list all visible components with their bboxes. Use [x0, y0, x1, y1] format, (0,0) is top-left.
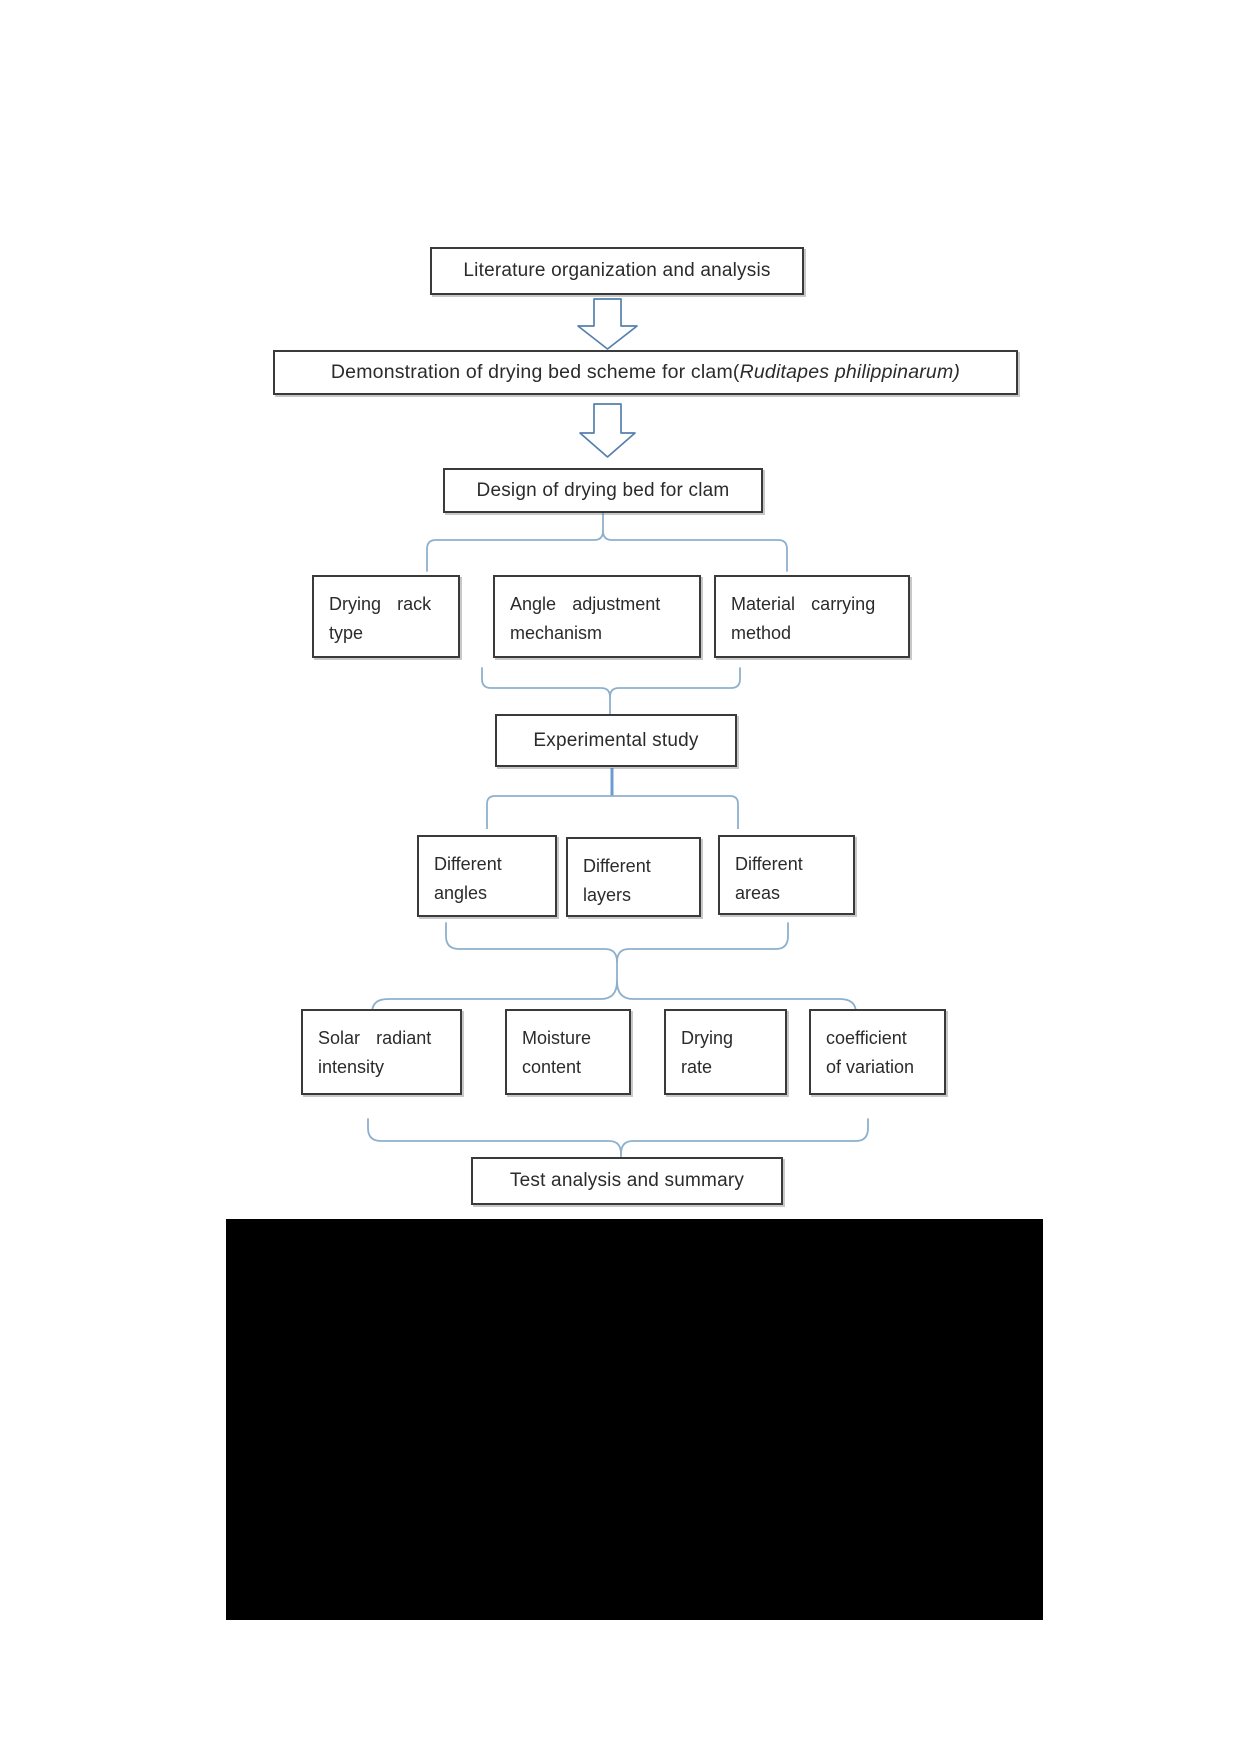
brace-connector [616, 922, 789, 963]
down-arrow-icon [577, 298, 638, 350]
flow-node-label: Literature organization and analysis [463, 260, 771, 281]
flow-node-label-line2: intensity [318, 1057, 385, 1077]
flow-node-label-line1: Drying rack [329, 594, 432, 614]
flow-node-label-line1: coefficient [826, 1028, 907, 1048]
flow-node-label: Demonstration of drying bed scheme for c… [330, 361, 961, 383]
flow-node-label-line2: angles [434, 883, 488, 903]
flow-node-label-line2: type [329, 623, 364, 643]
flow-node-drying-rate: Drying rate [664, 1009, 787, 1095]
flow-node-experimental-study: Experimental study [495, 714, 737, 767]
tree-connector [486, 795, 739, 829]
flow-node-label-line2: layers [583, 885, 632, 905]
flow-node-label: Design of drying bed for clam [476, 479, 730, 501]
flow-node-label-line1: Moisture [522, 1028, 592, 1048]
flow-node-label-line2: rate [681, 1057, 713, 1077]
flow-node-design: Design of drying bed for clam [443, 468, 763, 513]
flow-node-literature: Literature organization and analysis [430, 247, 804, 295]
flow-node-label-line2: mechanism [510, 623, 603, 643]
redacted-image [226, 1219, 1043, 1620]
flow-node-label-line2: areas [735, 883, 781, 903]
flow-node-label-line1: Solar radiant [318, 1028, 432, 1048]
flow-node-label-line1: Angle adjustment [510, 594, 661, 614]
brace-connector [426, 512, 604, 572]
flow-node-label-line1: Different [735, 854, 803, 874]
flow-node-moisture-content: Moisture content [505, 1009, 631, 1095]
flow-node-label-line2: of variation [826, 1057, 915, 1077]
down-arrow-icon [579, 403, 636, 458]
flow-node-label: Test analysis and summary [509, 1170, 745, 1191]
flow-node-demonstration: Demonstration of drying bed scheme for c… [273, 350, 1018, 395]
brace-connector [609, 667, 741, 698]
flow-node-coefficient-of-variation: coefficient of variation [809, 1009, 946, 1095]
brace-connector [620, 1118, 869, 1155]
flow-node-different-layers: Different layers [566, 837, 701, 917]
flow-node-drying-rack-type: Drying rack type [312, 575, 460, 658]
flow-node-label-line2: content [522, 1057, 582, 1077]
flow-node-label-line1: Drying [681, 1028, 734, 1048]
flow-node-label-line2: method [731, 623, 792, 643]
brace-connector [481, 667, 611, 715]
flow-node-different-angles: Different angles [417, 835, 557, 917]
flow-node-label-line1: Material carrying [731, 594, 876, 614]
species-name-italic: Ruditapes philippinarum) [739, 361, 961, 383]
flow-node-test-analysis-summary: Test analysis and summary [471, 1157, 783, 1205]
flow-node-label-line1: Different [434, 854, 502, 874]
flow-node-solar-radiant-intensity: Solar radiant intensity [301, 1009, 462, 1095]
flow-node-label: Experimental study [533, 729, 699, 751]
flow-node-angle-adjustment: Angle adjustment mechanism [493, 575, 701, 658]
flow-node-material-carrying: Material carrying method [714, 575, 910, 658]
brace-connector [602, 530, 788, 572]
flow-node-label-line1: Different [583, 856, 651, 876]
flow-node-different-areas: Different areas [718, 835, 855, 915]
brace-connector [445, 922, 618, 982]
